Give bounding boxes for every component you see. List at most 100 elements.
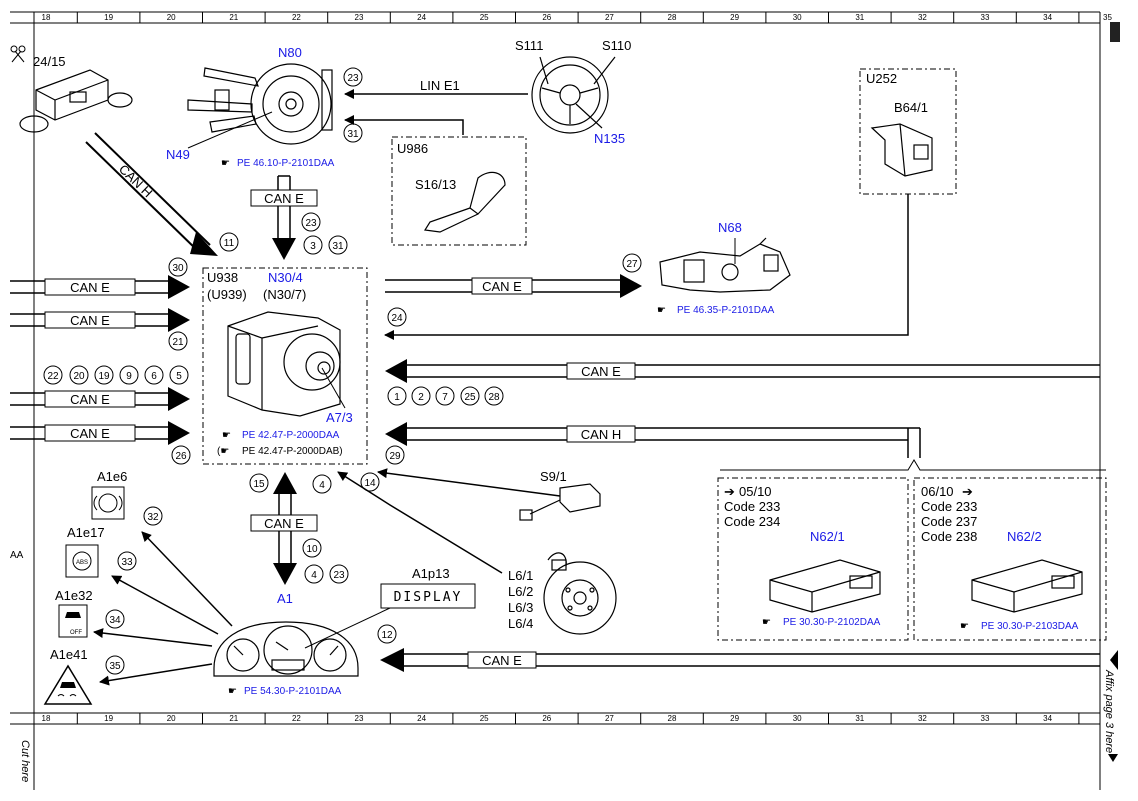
- s110-label: S110: [602, 38, 631, 53]
- n30-4-label: N30/4: [268, 270, 303, 285]
- brake-warning-icon: [91, 486, 125, 520]
- circle-31-b: 31: [332, 241, 344, 252]
- display-text: DISPLAY: [394, 590, 463, 605]
- can-e-label-a1: CAN E: [264, 516, 304, 531]
- pe-icon-n30-a: ☛: [222, 430, 231, 441]
- pe-n30-b-open: (☛: [217, 446, 229, 457]
- lin-e1-label: LIN E1: [420, 78, 460, 93]
- can-h-module-icon: [19, 69, 133, 133]
- ruler-number-top-31: 31: [855, 13, 864, 22]
- ruler-number-bottom-19: 19: [104, 714, 113, 723]
- n30-7-label: (N30/7): [263, 287, 306, 302]
- circle-25: 25: [464, 392, 476, 403]
- l6-3-label: L6/3: [508, 600, 533, 615]
- circle-14: 14: [364, 478, 376, 489]
- ruler-number-top-29: 29: [730, 13, 739, 22]
- ruler-number-top-28: 28: [668, 13, 677, 22]
- v1-code2: Code 234: [724, 514, 780, 529]
- can-h-diagonal-label: CAN H: [116, 161, 156, 200]
- ruler-number-bottom-18: 18: [42, 714, 51, 723]
- s111-label: S111: [515, 38, 543, 53]
- pe-icon-a1: ☛: [228, 686, 237, 697]
- abs-text: ABS: [76, 560, 88, 566]
- n62-2-label: N62/2: [1007, 529, 1042, 544]
- pe-a1-ref: PE 54.30-P-2101DAA: [244, 686, 342, 697]
- circle-28: 28: [488, 392, 500, 403]
- can-e-label-n68: CAN E: [482, 279, 522, 294]
- v2-code3: Code 238: [921, 529, 977, 544]
- circle-11: 11: [224, 238, 235, 249]
- circle-26: 26: [175, 451, 187, 462]
- s9-arrow: [377, 468, 561, 497]
- can-e-label-row4: CAN E: [70, 426, 110, 441]
- left-bus-arrowhead: [168, 275, 190, 299]
- ruler-number-top-18: 18: [42, 13, 51, 22]
- circle-4-a: 4: [319, 480, 325, 491]
- l6-4-label: L6/4: [508, 616, 533, 631]
- circle-7: 7: [442, 392, 448, 403]
- u938-label: U938: [207, 270, 238, 285]
- circle-1: 1: [394, 392, 400, 403]
- v1-code1: Code 233: [724, 499, 780, 514]
- pe-icon-n62-1: ☛: [762, 617, 771, 628]
- affix-page-text: Affix page 3 here: [1103, 669, 1115, 753]
- ruler-number-bottom-34: 34: [1043, 714, 1052, 723]
- ruler-number-bottom-33: 33: [981, 714, 990, 723]
- a1e41-label: A1e41: [50, 647, 88, 662]
- circle-row-left: [43, 365, 189, 385]
- left-bus-label-box: [44, 390, 136, 408]
- n30-4-box: [202, 267, 368, 465]
- ruler-number-bottom-21: 21: [229, 714, 238, 723]
- a1e32-label: A1e32: [55, 588, 93, 603]
- aa-label: AA: [10, 550, 24, 561]
- circle-35: 35: [109, 661, 121, 672]
- ruler-number-top-24: 24: [417, 13, 426, 22]
- circle-23-a: 23: [347, 73, 359, 84]
- steering-lock-icon: [659, 237, 791, 293]
- ruler-number-top-26: 26: [542, 13, 551, 22]
- can-e-label-bottom: CAN E: [482, 653, 522, 668]
- circle-32: 32: [147, 512, 159, 523]
- v2-code2: Code 237: [921, 514, 977, 529]
- n62-2-box: [913, 477, 1107, 641]
- left-bus-arrowhead: [168, 421, 190, 445]
- ruler-number-top-30: 30: [793, 13, 802, 22]
- n135-label: N135: [594, 131, 625, 146]
- left-bus-arrowhead: [168, 387, 190, 411]
- l6-2-label: L6/2: [508, 584, 533, 599]
- a1e17-label: A1e17: [67, 525, 105, 540]
- ruler-number-bottom-27: 27: [605, 714, 614, 723]
- can-e-bus-bottom: [380, 648, 1118, 672]
- ruler-number-top-27: 27: [605, 13, 614, 22]
- circle-22: 22: [47, 371, 59, 382]
- ruler-number-top-19: 19: [104, 13, 113, 22]
- s16-13-label: S16/13: [415, 177, 456, 192]
- scissor-ref-label: 24/15: [33, 54, 66, 69]
- scissor-icon: [10, 45, 26, 63]
- wheel-speed-sensor-icon: [543, 552, 617, 635]
- circle-34: 34: [109, 615, 121, 626]
- display-pointer-line: [304, 607, 391, 649]
- instrument-cluster-icon: [213, 621, 359, 677]
- can-e-label-right: CAN E: [581, 364, 621, 379]
- arrow-to-a1e17: [111, 575, 219, 635]
- n68-label: N68: [718, 220, 742, 235]
- circle-15: 15: [253, 479, 265, 490]
- v2-code1: Code 233: [921, 499, 977, 514]
- radar-sensor-icon-2: [971, 559, 1083, 613]
- ruler-number-top-25: 25: [480, 13, 489, 22]
- u986-box: [391, 136, 527, 246]
- b64-to-n30-line: [384, 194, 909, 340]
- can-e-label-row3: CAN E: [70, 392, 110, 407]
- pe-n68-ref: PE 46.35-P-2101DAA: [677, 305, 775, 316]
- circle-2: 2: [418, 392, 424, 403]
- a1p13-label: A1p13: [412, 566, 450, 581]
- can-e-bus-to-a1: [250, 472, 318, 585]
- pe-n62-1-ref: PE 30.30-P-2102DAA: [783, 617, 881, 628]
- left-can-buses: [10, 275, 190, 445]
- left-bus-arrowhead: [168, 308, 190, 332]
- l6-arrow: [337, 471, 503, 574]
- esp-off-icon: [58, 604, 88, 638]
